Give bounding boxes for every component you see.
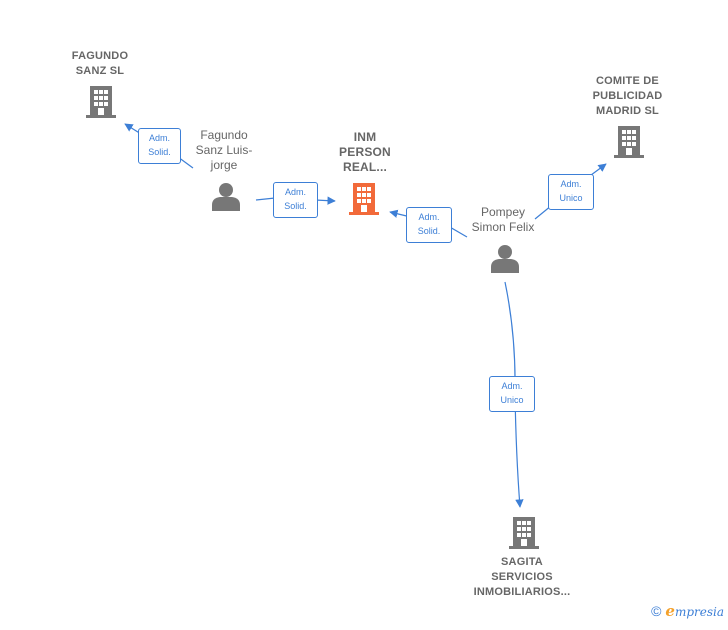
company-label-inm-person-real[interactable]: INM PERSON REAL... xyxy=(339,130,391,174)
company-label-comite-publicidad[interactable]: COMITE DE PUBLICIDAD MADRID SL xyxy=(592,75,663,117)
edge-label-adm-solid: Adm. Solid. xyxy=(273,182,318,218)
edge-label-adm-unico: Adm. Unico xyxy=(548,174,594,210)
edge-label-adm-solid: Adm. Solid. xyxy=(406,207,452,243)
company-label-sagita-servicios[interactable]: SAGITA SERVICIOS INMOBILIARIOS... xyxy=(473,556,571,598)
person-icon xyxy=(491,245,519,273)
person-label-pompey-simon[interactable]: Pompey Simon Felix xyxy=(471,205,535,234)
person-icon xyxy=(212,183,240,211)
building-icon xyxy=(614,126,644,158)
edge-label-adm-solid: Adm. Solid. xyxy=(138,128,181,164)
building-icon xyxy=(86,86,116,118)
building-icon xyxy=(509,517,539,549)
copyright-icon: © xyxy=(651,603,662,619)
person-label-fagundo-sanz-luis[interactable]: Fagundo Sanz Luis- jorge xyxy=(195,128,253,172)
brand-logo: empresia xyxy=(665,602,724,620)
company-label-fagundo-sanz-sl[interactable]: FAGUNDO SANZ SL xyxy=(71,50,129,77)
building-icon xyxy=(349,183,379,215)
empresia-watermark: © empresia xyxy=(651,602,724,620)
edge-label-adm-unico: Adm. Unico xyxy=(489,376,535,412)
